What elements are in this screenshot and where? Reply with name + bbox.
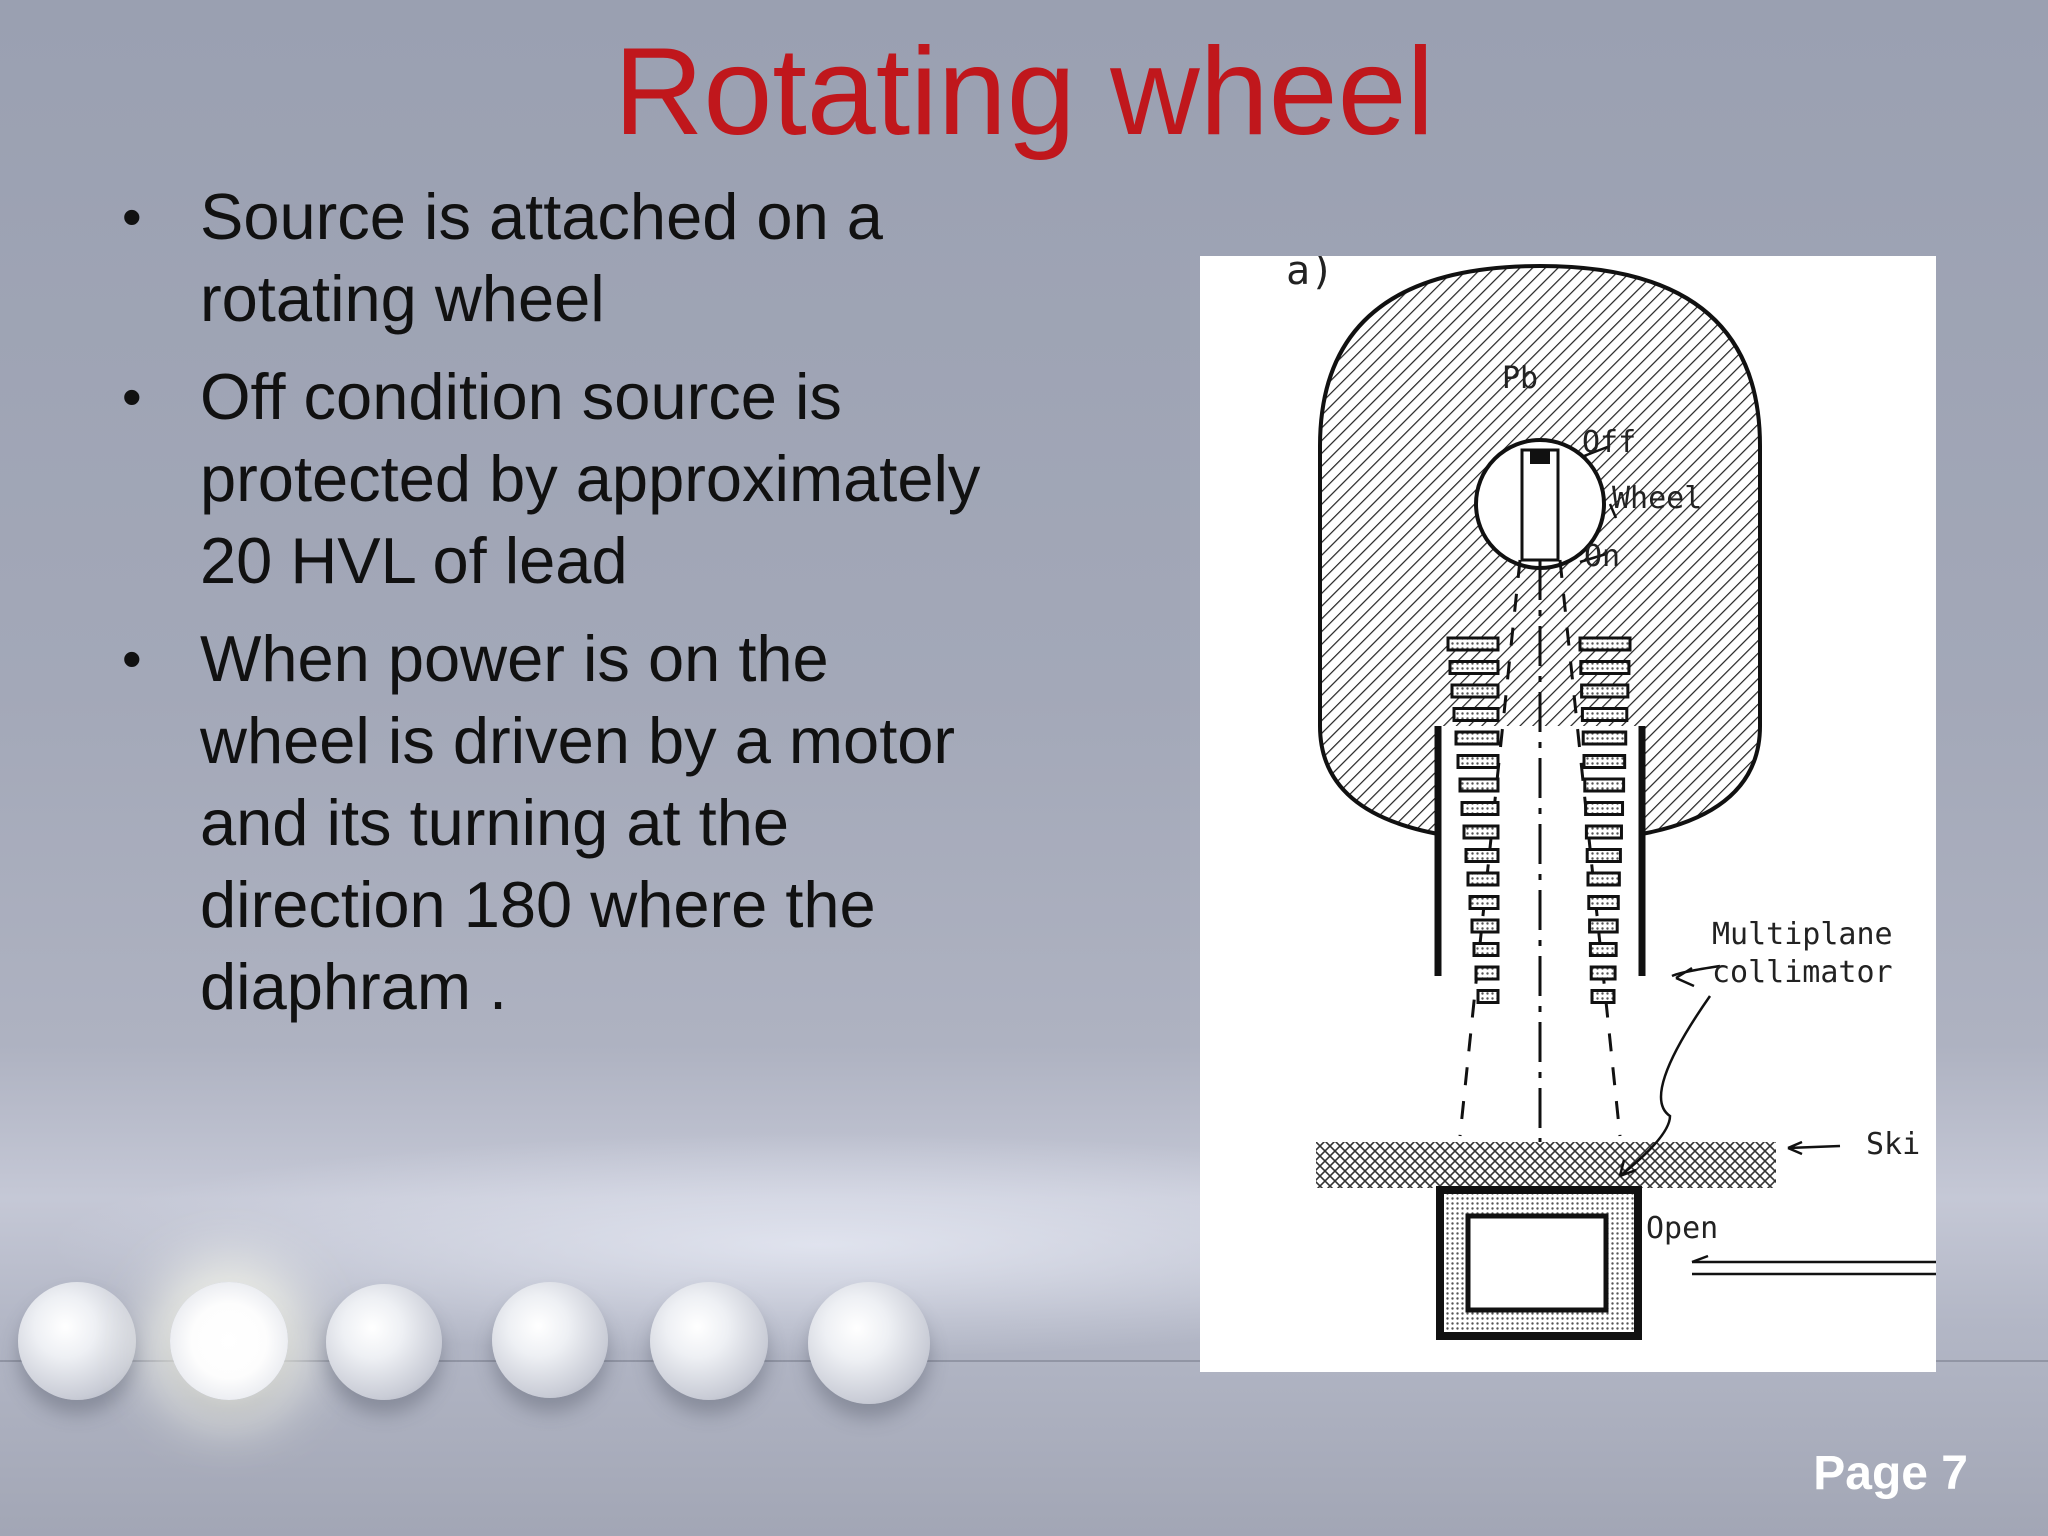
collimator-slat bbox=[1450, 683, 1500, 699]
bullet-marker: • bbox=[122, 185, 142, 248]
page-number: Page 7 bbox=[1813, 1447, 1968, 1500]
collimator-slat bbox=[1474, 965, 1500, 981]
collimator-slat bbox=[1584, 824, 1623, 840]
collimator-slat bbox=[1581, 730, 1628, 746]
diagram-labels: Pb Off Wheel On Multiplane collimator Sk… bbox=[1502, 361, 1920, 1246]
collimator-slat bbox=[1588, 918, 1619, 934]
collimator-slat bbox=[1588, 942, 1618, 957]
collimator-slat bbox=[1446, 636, 1500, 652]
bullet-text: When power is on the wheel is driven by … bbox=[200, 622, 956, 1023]
label-on: On bbox=[1584, 539, 1620, 574]
collimator-slat bbox=[1579, 660, 1631, 675]
label-skin: Ski bbox=[1866, 1127, 1920, 1162]
slide-title: Rotating wheel bbox=[613, 23, 1435, 161]
label-off: Off bbox=[1582, 425, 1636, 460]
collimator-slat bbox=[1585, 848, 1622, 863]
background-floor-line bbox=[0, 1360, 2048, 1362]
collimator-slats-right bbox=[1578, 636, 1632, 1004]
label-collimator: collimator bbox=[1712, 955, 1893, 990]
collimator-slat bbox=[1466, 871, 1500, 887]
label-multiplane: Multiplane bbox=[1712, 917, 1893, 952]
collimator-slat bbox=[1458, 777, 1500, 793]
bullet-item: • Off condition source is protected by a… bbox=[110, 356, 1010, 602]
decorative-sphere bbox=[326, 1284, 442, 1400]
collimator-slat bbox=[1583, 777, 1626, 793]
label-pb: Pb bbox=[1502, 361, 1538, 396]
skin-layer bbox=[1316, 1142, 1776, 1188]
collimator-slat bbox=[1464, 848, 1500, 863]
bullet-list: • Source is attached on a rotating wheel… bbox=[110, 176, 1010, 1044]
collimator-slat bbox=[1586, 871, 1621, 887]
callout-lines bbox=[1579, 444, 1936, 1276]
collimator-slat bbox=[1589, 965, 1617, 981]
decorative-sphere-glowing bbox=[170, 1282, 288, 1400]
label-wheel: Wheel bbox=[1612, 481, 1702, 516]
label-open: Open bbox=[1646, 1211, 1718, 1246]
collimator-slat bbox=[1462, 824, 1500, 840]
collimator-slat bbox=[1578, 636, 1632, 652]
collimator-slat bbox=[1452, 707, 1500, 722]
decorative-sphere bbox=[492, 1282, 608, 1398]
collimator-slat bbox=[1448, 660, 1500, 675]
rotating-wheel-diagram: a) bbox=[1200, 256, 1936, 1372]
collimator-slat bbox=[1470, 918, 1500, 934]
decorative-sphere bbox=[650, 1282, 768, 1400]
bullet-marker: • bbox=[122, 627, 142, 690]
panel-label: a) bbox=[1286, 256, 1334, 294]
bullet-text: Source is attached on a rotating wheel bbox=[200, 180, 883, 335]
collimator-slat bbox=[1460, 801, 1500, 816]
decorative-sphere bbox=[18, 1282, 136, 1400]
collimator-slats-left bbox=[1446, 636, 1500, 1004]
collimator-slat bbox=[1456, 754, 1500, 769]
collimator-slat bbox=[1468, 895, 1500, 910]
collimator-slat bbox=[1454, 730, 1500, 746]
bullet-item: • Source is attached on a rotating wheel bbox=[110, 176, 1010, 340]
open-box-inner bbox=[1465, 1213, 1609, 1313]
collimator-slat bbox=[1582, 754, 1627, 769]
decorative-sphere bbox=[808, 1282, 930, 1404]
collimator-slat bbox=[1472, 942, 1500, 957]
collimator-slat bbox=[1584, 801, 1625, 816]
collimator-slat bbox=[1587, 895, 1620, 910]
bullet-text: Off condition source is protected by app… bbox=[200, 360, 981, 597]
bullet-marker: • bbox=[122, 365, 142, 428]
radioactive-source bbox=[1530, 450, 1550, 464]
collimator-slat bbox=[1590, 989, 1616, 1004]
bullet-item: • When power is on the wheel is driven b… bbox=[110, 618, 1010, 1028]
collimator-slat bbox=[1580, 707, 1629, 722]
collimator-slat bbox=[1476, 989, 1500, 1004]
collimator-slat bbox=[1580, 683, 1630, 699]
